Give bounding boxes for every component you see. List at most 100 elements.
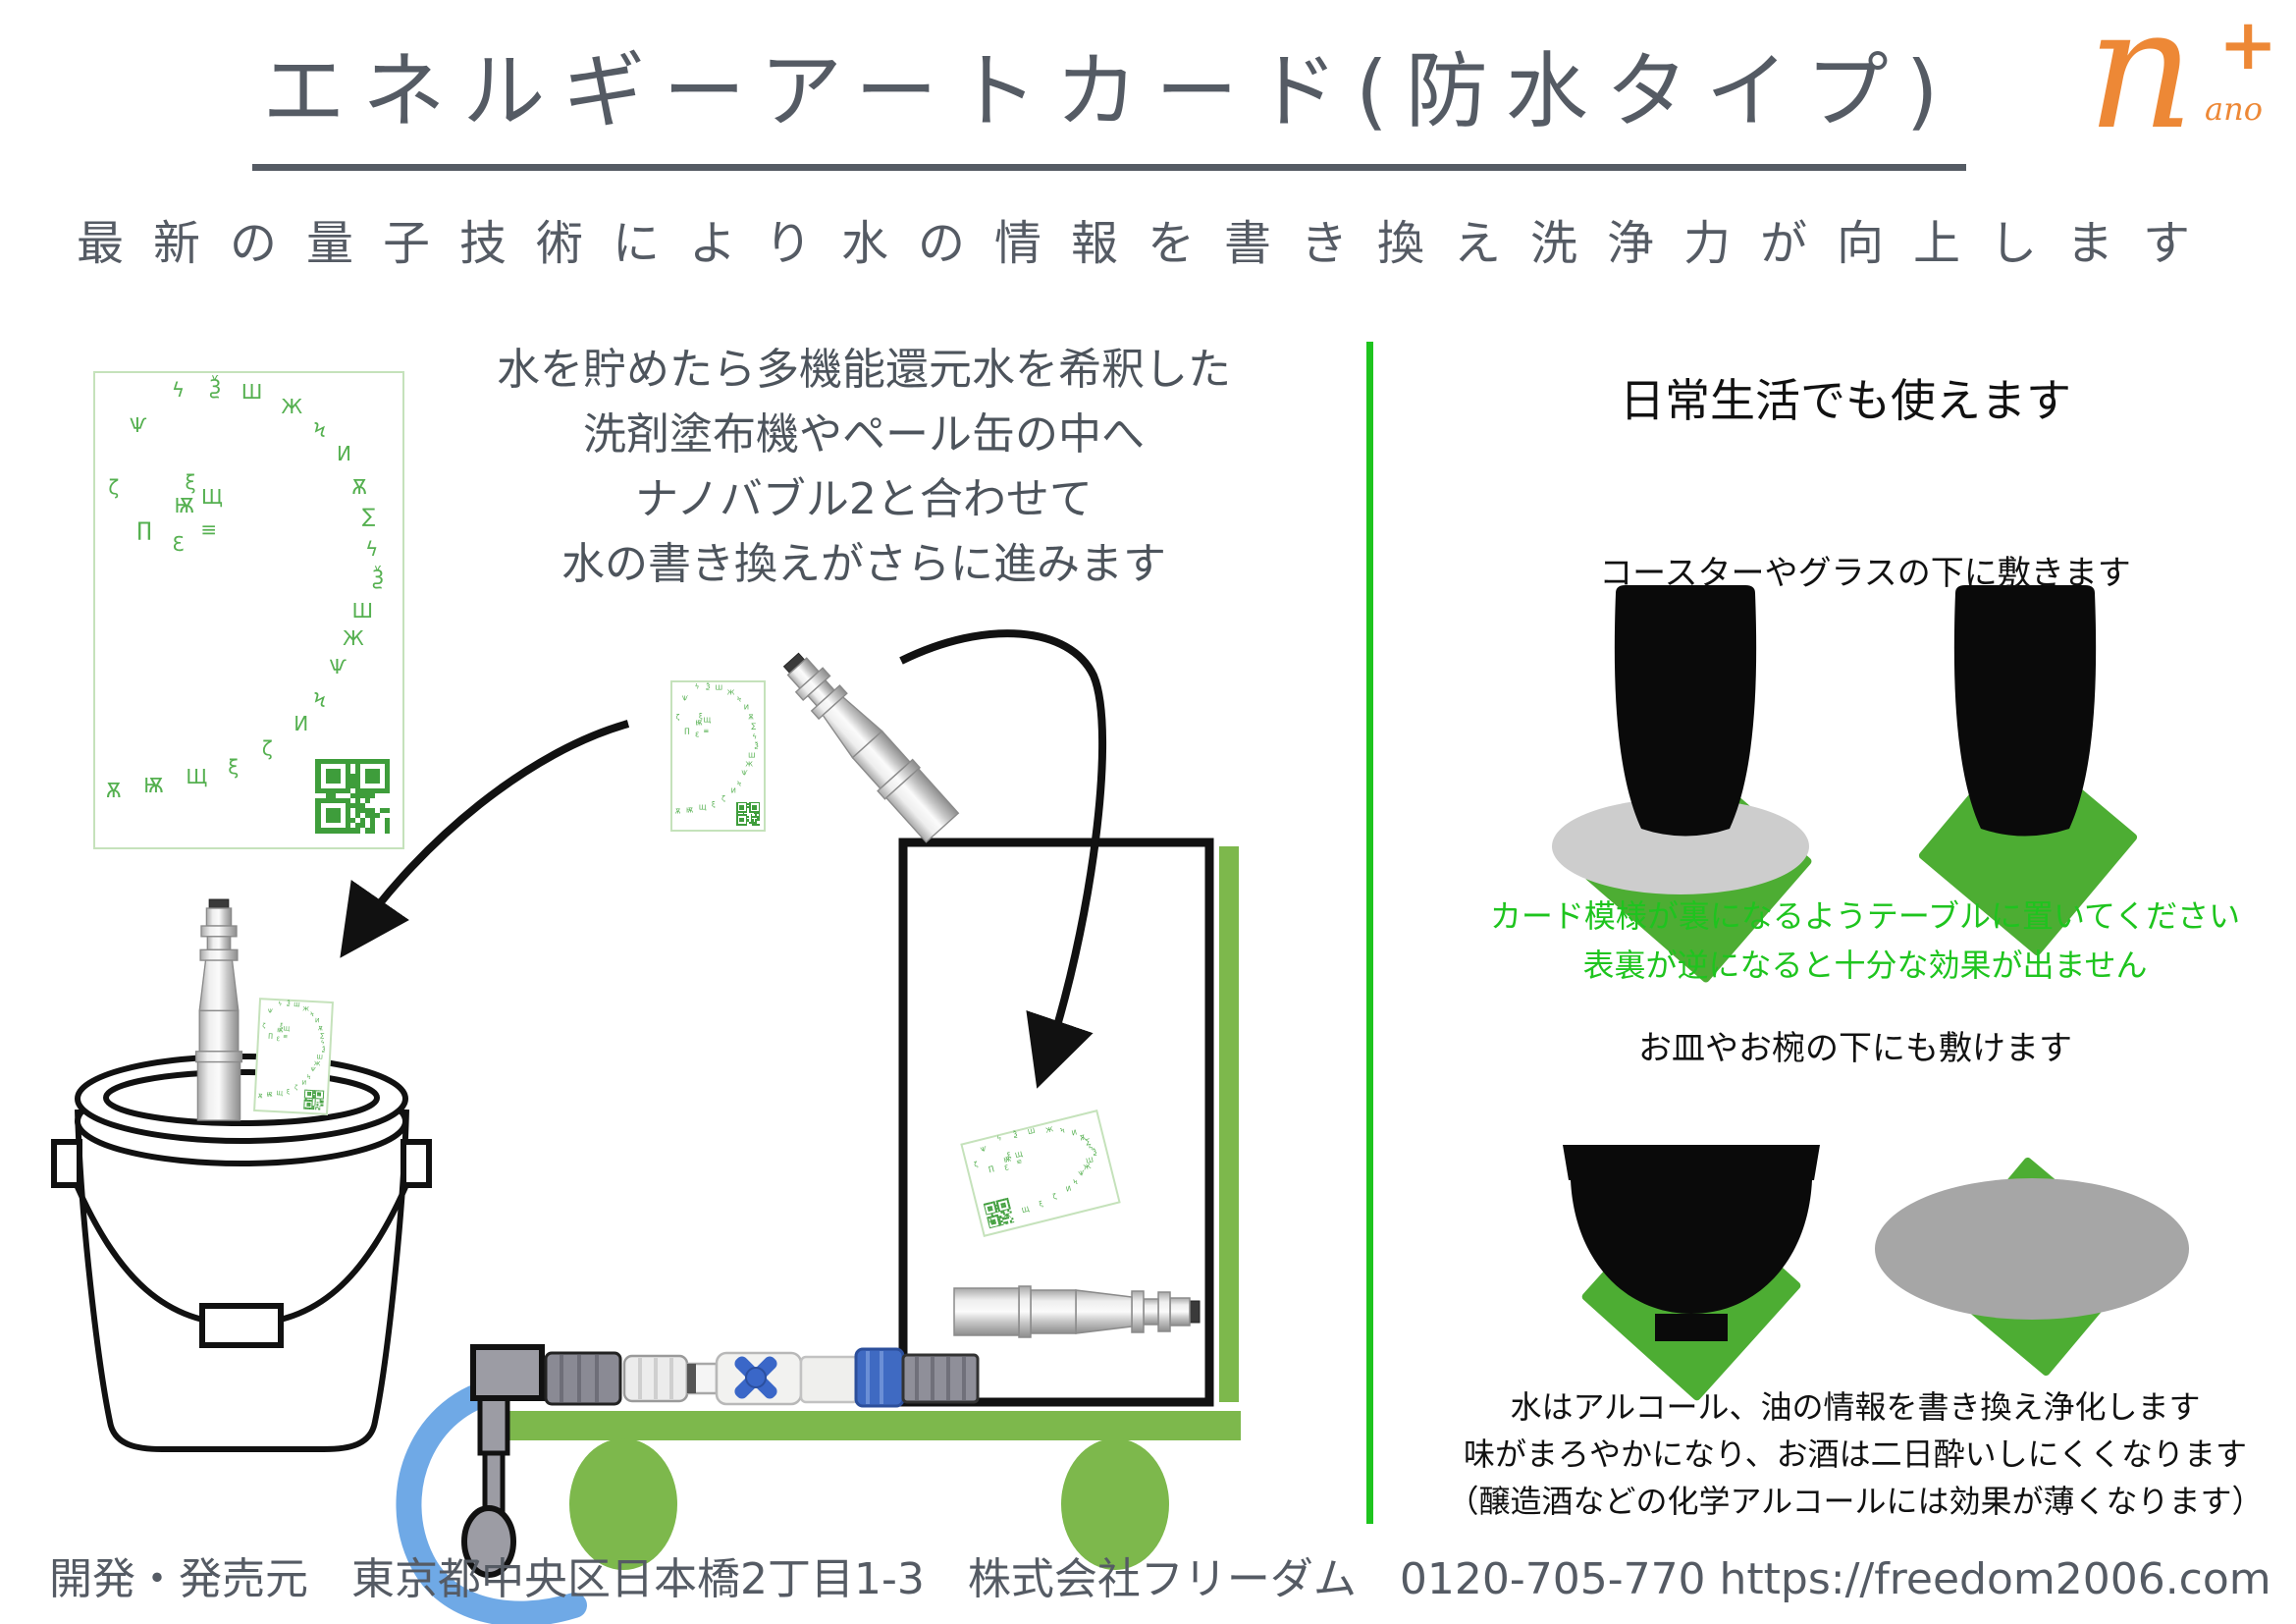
- energy-sigil-glyph: Ѫ: [105, 779, 122, 803]
- energy-sigil-glyph: Ѫ: [674, 807, 681, 816]
- energy-sigil-glyph: Ϟ: [312, 688, 327, 713]
- energy-sigil-glyph: Ѫ: [748, 713, 754, 722]
- energy-sigil-glyph: Ѯ: [321, 1046, 326, 1054]
- metal-connector-floating: [773, 643, 961, 844]
- energy-sigil-glyph: ξ: [711, 800, 716, 808]
- energy-sigil-glyph: ξ: [185, 470, 196, 495]
- energy-sigil-glyph: Ѯ: [706, 682, 711, 690]
- energy-sigil-glyph: Ѱ: [682, 694, 689, 702]
- energy-sigil-glyph: Ͷ: [730, 786, 736, 795]
- energy-sigil-glyph: ≡: [200, 517, 218, 542]
- green-note-line: 表裏が逆になると十分な効果が出ません: [1582, 947, 2148, 984]
- energy-sigil-glyph: ϟ: [995, 1134, 1003, 1144]
- energy-sigil-glyph: ∏: [136, 517, 152, 542]
- metal-connector-in-tank: [953, 1285, 1201, 1338]
- page-subtitle: 最新の量子技術により水の情報を書き換え洗浄力が向上します: [76, 216, 2220, 271]
- energy-sigil-glyph: Ш: [240, 380, 263, 405]
- energy-sigil-glyph: Ж: [745, 760, 753, 769]
- energy-sigil-glyph: Ѱ: [310, 1066, 316, 1074]
- energy-sigil-glyph: Ϟ: [736, 695, 742, 704]
- arrow-to-tank: [899, 629, 1107, 1089]
- energy-sigil-glyph: ζ: [262, 1022, 266, 1030]
- effect-note-line: 味がまろやかになり、お酒は二日酔いしにくくなります: [1463, 1435, 2248, 1473]
- energy-sigil-glyph: Щ: [276, 1090, 284, 1098]
- energy-sigil-glyph: Щ: [283, 1025, 291, 1033]
- energy-sigil-glyph: Ͷ: [743, 703, 749, 711]
- energy-sigil-glyph: Ж: [302, 1005, 310, 1013]
- pipe-fittings-row: [544, 1347, 980, 1408]
- energy-sigil-glyph: Ѱ: [329, 655, 347, 679]
- energy-sigil-glyph: ≡: [282, 1033, 289, 1041]
- energy-sigil-glyph: ξ: [228, 754, 240, 779]
- coaster-glass-illustration: [1552, 585, 2138, 983]
- energy-sigil-glyph: Ѯ: [208, 375, 222, 400]
- energy-sigil-glyph: Ԑ: [172, 531, 185, 556]
- energy-sigil-glyph: Щ: [703, 716, 712, 725]
- logo-ano-text: ano: [2205, 90, 2263, 128]
- energy-sigil-glyph: Ѱ: [741, 769, 748, 778]
- qr-code: [983, 1198, 1014, 1229]
- energy-sigil-glyph: Щ: [1021, 1205, 1031, 1215]
- energy-sigil-glyph: ζ: [1051, 1192, 1058, 1202]
- energy-sigil-glyph: Ϟ: [1059, 1126, 1066, 1136]
- energy-sigil-glyph: Ш: [351, 598, 373, 623]
- energy-sigil-glyph: Ѫ: [257, 1092, 263, 1100]
- energy-sigil-glyph: Ѯ: [1092, 1148, 1098, 1158]
- dish-caption: お皿やお椀の下にも敷けます: [1638, 1029, 2072, 1068]
- energy-sigil-glyph: Ԑ: [276, 1036, 281, 1044]
- logo-n-glyph: n: [2087, 0, 2195, 167]
- valve-blue-handle: [734, 1356, 777, 1399]
- energy-sigil-glyph: ξ: [286, 1088, 291, 1096]
- energy-sigil-glyph: ϟ: [171, 377, 186, 402]
- energy-sigil-glyph: Ͷ: [337, 442, 351, 466]
- intro-line: 水の書き換えがさらに進みます: [561, 539, 1166, 589]
- energy-sigil-glyph: Ж: [1044, 1124, 1054, 1135]
- coaster-caption: コースターやグラスの下に敷きます: [1599, 554, 2131, 593]
- energy-sigil-glyph: ∑: [361, 503, 376, 527]
- arrow-to-bucket: [340, 720, 630, 958]
- footer-company-info: 開発・発売元 東京都中央区日本橋2丁目1-3 株式会社フリーダム 0120-70…: [49, 1554, 2271, 1604]
- energy-sigil-glyph: ξ: [698, 712, 703, 720]
- intro-line: 水を貯めたら多機能還元水を希釈した: [497, 345, 1231, 395]
- energy-sigil-glyph: ∏: [268, 1032, 274, 1040]
- energy-sigil-glyph: Ѯ: [286, 1000, 291, 1008]
- energy-sigil-glyph: Ѭ: [266, 1092, 273, 1100]
- energy-sigil-glyph: ζ: [973, 1160, 980, 1169]
- energy-sigil-glyph: Ш: [715, 683, 723, 692]
- energy-sigil-glyph: Ϟ: [306, 1074, 311, 1082]
- energy-sigil-glyph: Ѱ: [980, 1145, 988, 1155]
- bowl-plate-illustration: [1563, 1145, 2189, 1401]
- energy-sigil-glyph: ∏: [684, 727, 690, 734]
- right-panel-heading: 日常生活でも使えます: [1620, 374, 2071, 427]
- blue-hose: [396, 1377, 587, 1624]
- energy-sigil-glyph: ∏: [988, 1164, 995, 1174]
- energy-sigil-glyph: Ϟ: [312, 417, 327, 442]
- energy-sigil-glyph: ϟ: [752, 732, 757, 740]
- page-title: エネルギーアートカード(防水タイプ): [252, 26, 1966, 171]
- pail-bucket-illustration: [51, 1054, 432, 1452]
- energy-sigil-glyph: Ж: [343, 626, 364, 651]
- energy-sigil-glyph: ζ: [675, 713, 680, 722]
- energy-sigil-glyph: Ш: [748, 751, 756, 760]
- energy-sigil-glyph: ϟ: [278, 1001, 283, 1008]
- energy-sigil-glyph: ∑: [320, 1031, 325, 1040]
- energy-sigil-glyph: ≡: [1015, 1157, 1024, 1167]
- energy-sigil-glyph: Щ: [698, 803, 707, 811]
- energy-sigil-glyph: Ѭ: [174, 494, 195, 518]
- energy-sigil-glyph: Ͷ: [1064, 1184, 1072, 1194]
- energy-sigil-glyph: ∑: [751, 722, 757, 731]
- effect-note-line: （醸造酒などの化学アルコールには効果が薄くなります）: [1447, 1483, 2264, 1520]
- energy-sigil-glyph: ζ: [294, 1084, 298, 1092]
- intro-text-block: 水を貯めたら多機能還元水を希釈した 洗剤塗布機やペール缶の中へ ナノバブル2と合…: [412, 338, 1315, 597]
- qr-code: [736, 801, 761, 826]
- qr-code: [315, 758, 391, 834]
- energy-sigil-glyph: Ԑ: [1003, 1164, 1010, 1172]
- energy-sigil-glyph: Ѯ: [1012, 1129, 1019, 1139]
- energy-sigil-glyph: Ѱ: [267, 1007, 274, 1016]
- energy-sigil-glyph: ≡: [703, 727, 710, 734]
- energy-sigil-glyph: Ѭ: [695, 719, 703, 728]
- energy-sigil-glyph: Ж: [726, 688, 735, 696]
